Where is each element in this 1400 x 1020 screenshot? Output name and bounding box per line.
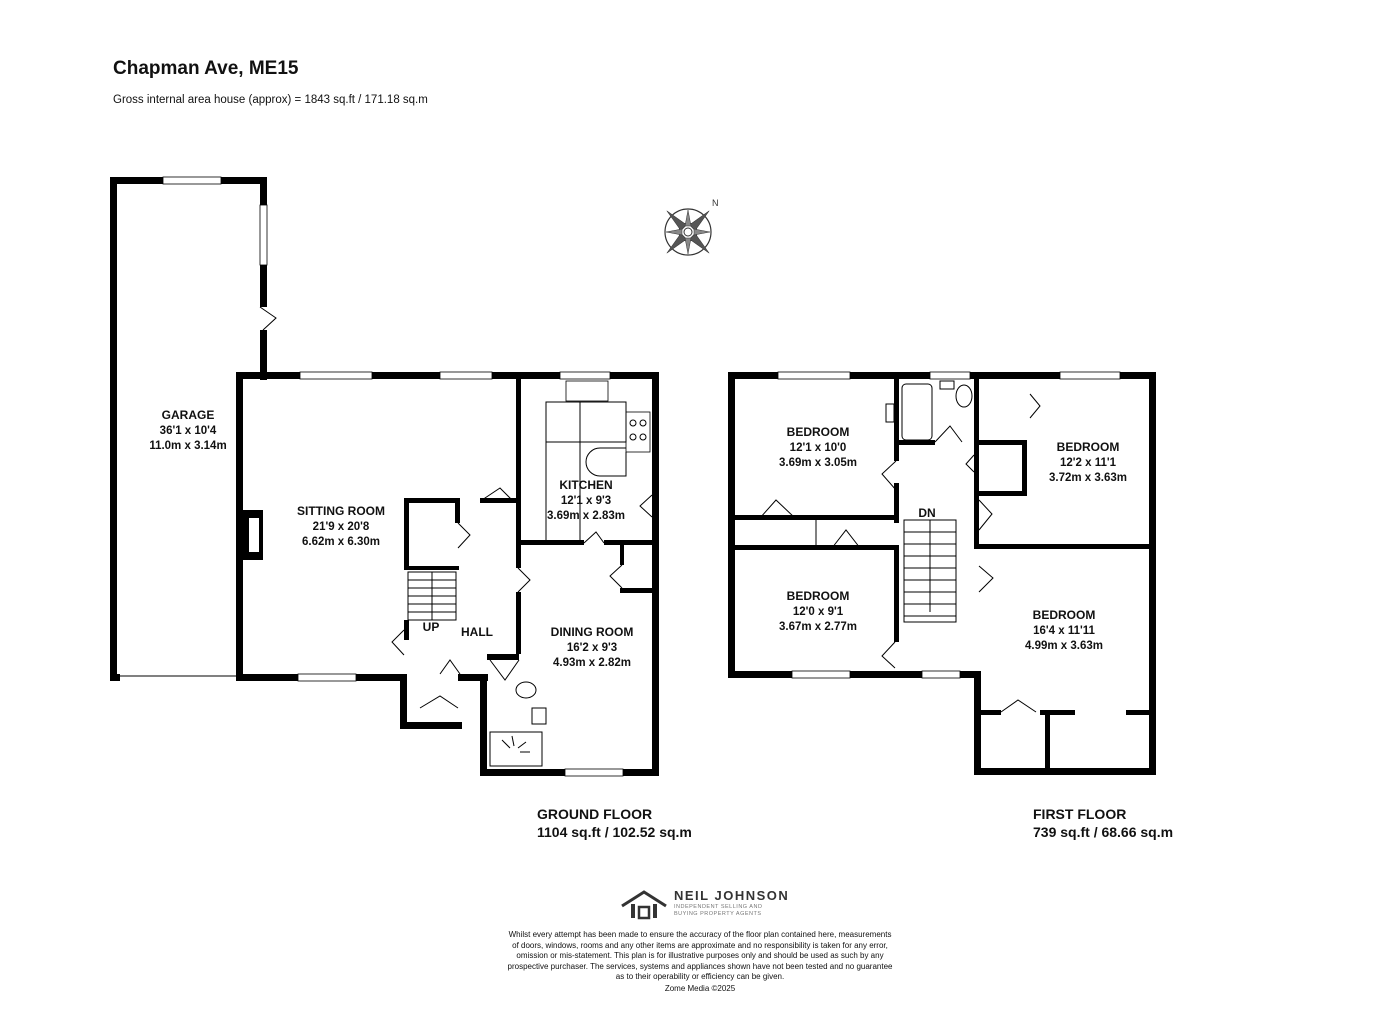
svg-text:KITCHEN: KITCHEN <box>559 478 612 492</box>
agent-tagline: INDEPENDENT SELLING AND BUYING PROPERTY … <box>674 904 763 917</box>
room-label-dining-room: DINING ROOM 16'2 x 9'3 4.93m x 2.82m <box>551 625 634 669</box>
svg-text:4.93m x 2.82m: 4.93m x 2.82m <box>553 657 631 669</box>
credit: Zome Media ©2025 <box>664 984 736 993</box>
svg-text:BEDROOM: BEDROOM <box>787 425 850 439</box>
room-label-sitting-room: SITTING ROOM 21'9 x 20'8 6.62m x 6.30m <box>297 504 385 548</box>
stairs-up-label: UP <box>423 620 440 634</box>
room-label-garage: GARAGE 36'1 x 10'4 11.0m x 3.14m <box>149 408 226 452</box>
room-label-bedroom-2: BEDROOM 12'2 x 11'1 3.72m x 3.63m <box>1049 440 1127 484</box>
gross-area-subtitle: Gross internal area house (approx) = 184… <box>113 94 428 106</box>
svg-text:3.69m x 2.83m: 3.69m x 2.83m <box>547 510 625 522</box>
svg-text:3.69m x 3.05m: 3.69m x 3.05m <box>779 457 857 469</box>
compass-icon: N <box>664 198 719 256</box>
disclaimer-line: as to their operability or efficiency ca… <box>615 972 785 981</box>
svg-text:16'4 x 11'11: 16'4 x 11'11 <box>1033 625 1095 637</box>
svg-text:BEDROOM: BEDROOM <box>1033 608 1096 622</box>
svg-text:16'2 x 9'3: 16'2 x 9'3 <box>567 642 617 654</box>
house-logo-icon <box>621 890 667 920</box>
room-label-hall: HALL <box>461 625 493 639</box>
first-floor-label: FIRST FLOOR <box>1033 806 1126 822</box>
agent-logo: NEIL JOHNSON INDEPENDENT SELLING AND BUY… <box>620 888 800 922</box>
svg-text:12'2 x 11'1: 12'2 x 11'1 <box>1060 457 1117 469</box>
first-floor-walls <box>728 371 1156 775</box>
disclaimer-line: Whilst every attempt has been made to en… <box>508 930 892 939</box>
svg-text:3.67m x 2.77m: 3.67m x 2.77m <box>779 621 857 633</box>
compass-north-label: N <box>712 198 719 208</box>
first-floor-area: 739 sq.ft / 68.66 sq.m <box>1033 824 1173 840</box>
svg-text:36'1 x 10'4: 36'1 x 10'4 <box>160 425 217 437</box>
room-label-kitchen: KITCHEN 12'1 x 9'3 3.69m x 2.83m <box>547 478 625 522</box>
svg-text:SITTING ROOM: SITTING ROOM <box>297 504 385 518</box>
page-title: Chapman Ave, ME15 <box>113 58 299 79</box>
room-label-bedroom-1: BEDROOM 12'1 x 10'0 3.69m x 3.05m <box>779 425 857 469</box>
stairs-down-label: DN <box>918 506 935 520</box>
svg-text:12'0 x 9'1: 12'0 x 9'1 <box>793 606 844 618</box>
svg-text:11.0m x 3.14m: 11.0m x 3.14m <box>149 440 226 452</box>
ground-floor-area: 1104 sq.ft / 102.52 sq.m <box>537 824 692 840</box>
room-label-bedroom-3: BEDROOM 12'0 x 9'1 3.67m x 2.77m <box>779 589 857 633</box>
svg-text:4.99m x 3.63m: 4.99m x 3.63m <box>1025 640 1103 652</box>
svg-text:BEDROOM: BEDROOM <box>787 589 850 603</box>
svg-text:21'9 x 20'8: 21'9 x 20'8 <box>313 521 370 533</box>
ground-floor-label: GROUND FLOOR <box>537 806 652 822</box>
svg-text:12'1 x 9'3: 12'1 x 9'3 <box>561 495 611 507</box>
svg-text:6.62m x 6.30m: 6.62m x 6.30m <box>302 536 380 548</box>
disclaimer-line: of doors, windows, rooms and any other i… <box>512 940 888 950</box>
svg-text:3.72m x 3.63m: 3.72m x 3.63m <box>1049 472 1127 484</box>
disclaimer-line: omission or mis-statement. This plan is … <box>516 951 884 960</box>
disclaimer: Whilst every attempt has been made to en… <box>490 930 910 983</box>
svg-text:DINING ROOM: DINING ROOM <box>551 625 634 639</box>
room-label-bedroom-4: BEDROOM 16'4 x 11'11 4.99m x 3.63m <box>1025 608 1103 652</box>
svg-text:GARAGE: GARAGE <box>162 408 215 422</box>
disclaimer-line: prospective purchaser. The services, sys… <box>507 961 893 971</box>
ground-floor-walls <box>110 176 659 777</box>
agent-name: NEIL JOHNSON <box>674 888 790 903</box>
svg-text:12'1 x 10'0: 12'1 x 10'0 <box>790 442 847 454</box>
svg-text:BEDROOM: BEDROOM <box>1057 440 1120 454</box>
